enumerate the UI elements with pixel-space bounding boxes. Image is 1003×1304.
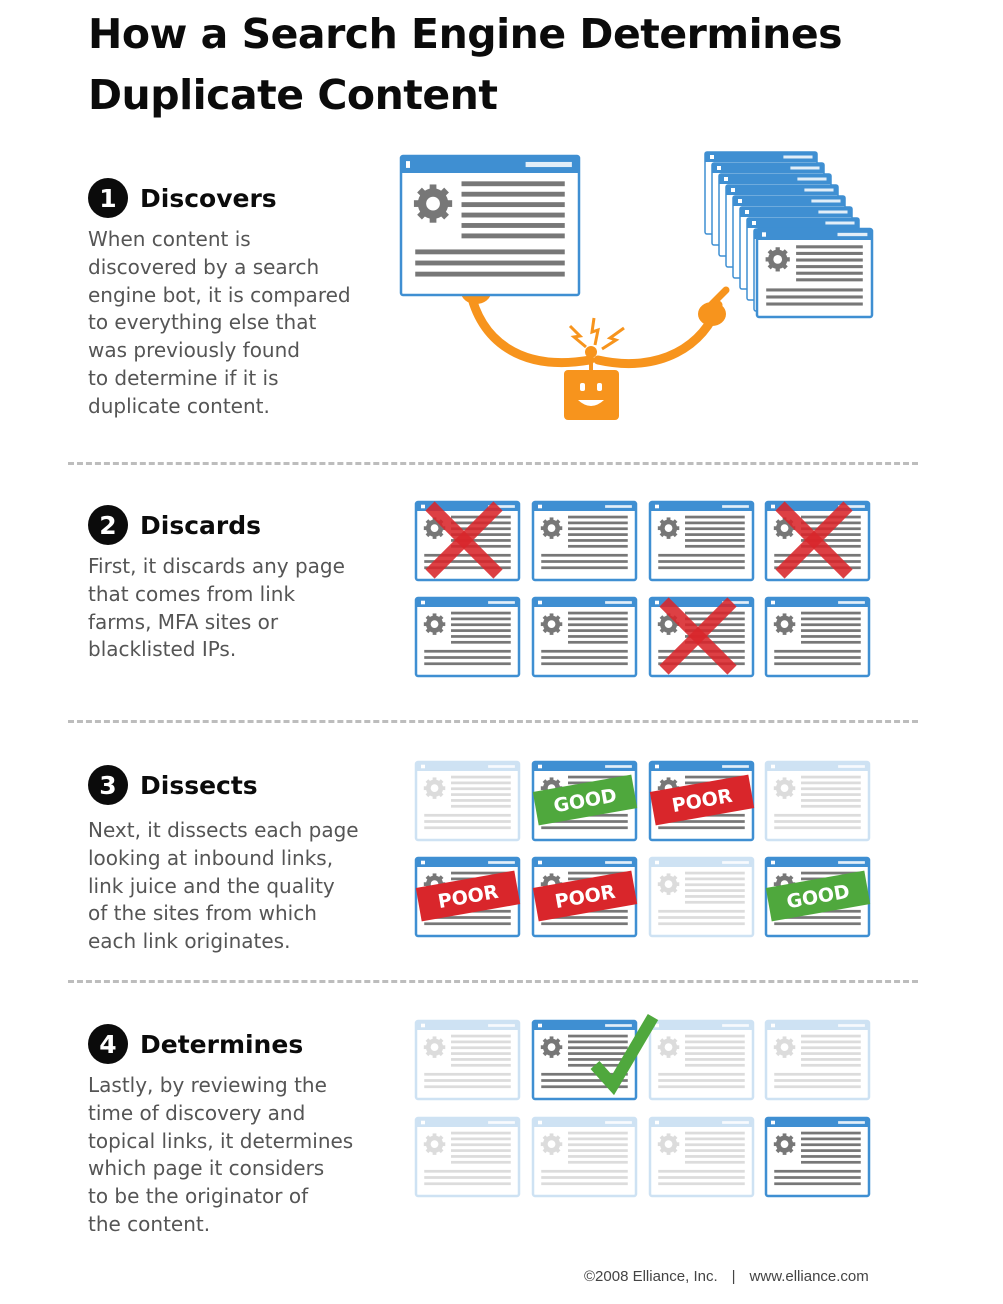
step-description: Next, it dissects each page looking at i… [88, 818, 359, 954]
title-line-2: Duplicate Content [88, 71, 498, 119]
gear-icon [657, 613, 680, 635]
robot-smile [578, 400, 604, 406]
gear-icon [540, 613, 563, 635]
step-description: Lastly, by reviewing the time of discove… [88, 1073, 354, 1236]
gear-icon [423, 1133, 446, 1155]
poor-stamp: POOR [649, 774, 755, 826]
step-discards: 2 Discards First, it discards any page t… [88, 503, 388, 664]
step-description: When content is discovered by a search e… [88, 227, 351, 418]
browser-window-icon [648, 1116, 755, 1198]
gear-icon [423, 613, 446, 635]
checkmark-icon [590, 1013, 659, 1096]
browser-window-icon [531, 500, 638, 582]
robot-eye [580, 383, 585, 391]
step-determines: 4 Determines Lastly, by reviewing the ti… [88, 1022, 388, 1239]
gear-icon [423, 1036, 446, 1058]
gear-icon [540, 1036, 563, 1058]
pointing-hand-icon [698, 286, 730, 326]
browser-window-icon [531, 1019, 638, 1101]
step-title: Dissects [140, 770, 258, 800]
step-number-badge: 4 [88, 1024, 128, 1064]
browser-window-icon [414, 760, 521, 842]
gear-icon [657, 1133, 680, 1155]
step-description: First, it discards any page that comes f… [88, 554, 345, 662]
good-stamp: GOOD [765, 870, 871, 922]
browser-window-icon [764, 760, 871, 842]
browser-window-icon [414, 1019, 521, 1101]
robot-head [564, 370, 619, 420]
window-stack [704, 151, 874, 319]
lightning-icon [568, 317, 625, 351]
good-stamp: GOOD [532, 774, 638, 826]
section-divider [68, 462, 918, 465]
browser-window-icon [531, 1116, 638, 1198]
reject-x-icon [775, 501, 853, 579]
browser-window-icon [648, 500, 755, 582]
gear-icon [765, 247, 790, 272]
browser-window-icon [648, 856, 755, 938]
browser-window-icon [764, 596, 871, 678]
step-title: Determines [140, 1029, 304, 1059]
gear-icon [413, 184, 453, 223]
step-title: Discards [140, 510, 261, 540]
section-divider [68, 720, 918, 723]
gear-icon [773, 1036, 796, 1058]
gear-icon [423, 777, 446, 799]
browser-window-icon [648, 1019, 755, 1101]
browser-window-icon [764, 1116, 871, 1198]
step-dissects: 3 Dissects Next, it dissects each page l… [88, 763, 388, 956]
step-number-badge: 1 [88, 178, 128, 218]
gear-icon [773, 613, 796, 635]
gear-icon [540, 517, 563, 539]
step-discovers: 1 Discovers When content is discovered b… [88, 176, 388, 421]
poor-stamp: POOR [415, 870, 521, 922]
gear-icon [657, 517, 680, 539]
browser-window-icon [764, 1019, 871, 1101]
footer-separator: | [731, 1268, 736, 1285]
step-number-badge: 3 [88, 765, 128, 805]
gear-icon [773, 777, 796, 799]
step-number-badge: 2 [88, 505, 128, 545]
browser-window-icon [531, 596, 638, 678]
browser-window-icon [399, 154, 581, 297]
robot-eye [597, 383, 602, 391]
gear-icon [773, 1133, 796, 1155]
browser-window-icon [414, 1116, 521, 1198]
website-link: www.elliance.com [749, 1268, 869, 1285]
page-title: How a Search Engine Determines Duplicate… [88, 4, 843, 126]
robot-antenna-bulb [585, 346, 597, 358]
reject-x-icon [659, 597, 737, 675]
reject-x-icon [425, 501, 503, 579]
browser-window-icon [414, 596, 521, 678]
section-divider [68, 980, 918, 983]
browser-window-icon [755, 227, 874, 319]
title-line-1: How a Search Engine Determines [88, 10, 843, 58]
step-title: Discovers [140, 183, 277, 213]
robot-left-arm [465, 285, 595, 368]
footer: ©2008 Elliance, Inc. | www.elliance.com [584, 1268, 869, 1285]
gear-icon [540, 1133, 563, 1155]
poor-stamp: POOR [532, 870, 638, 922]
copyright-text: ©2008 Elliance, Inc. [584, 1268, 718, 1285]
gear-icon [657, 1036, 680, 1058]
gear-icon [657, 873, 680, 895]
